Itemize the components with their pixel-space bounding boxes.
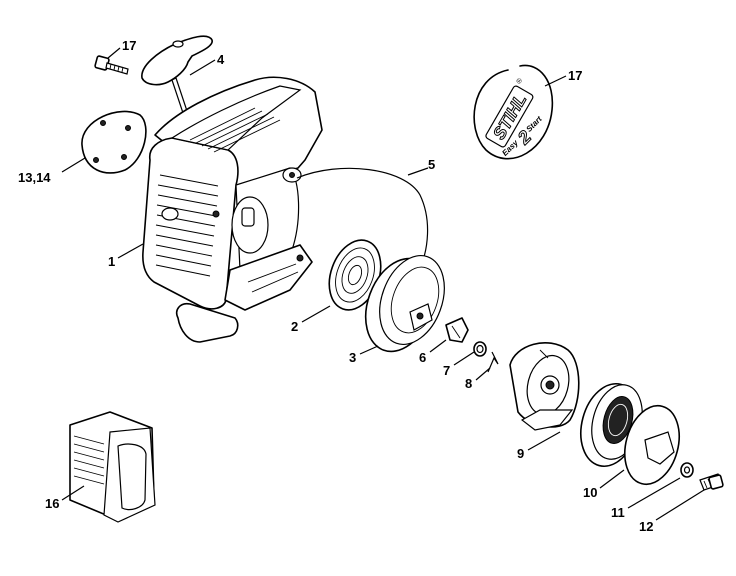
part-intake-grille-16	[69, 411, 156, 523]
callout-6: 6	[419, 350, 426, 365]
callout-labels: 17 4 13,14 1 2 3 5 6 7 8 9 10 11 12 16 1…	[18, 38, 653, 534]
callout-13-14: 13,14	[18, 170, 51, 185]
part-washer-11	[680, 462, 694, 478]
callout-9: 9	[517, 446, 524, 461]
callout-8: 8	[465, 376, 472, 391]
part-spring-clip-8	[487, 351, 499, 373]
leader-lines	[61, 47, 705, 521]
part-fan-housing-1	[142, 76, 323, 343]
callout-3: 3	[349, 350, 356, 365]
logo-registered: ®	[515, 76, 525, 85]
part-rope-5	[296, 167, 429, 269]
part-label-17: STIHL ® Easy 2 Start	[473, 64, 554, 160]
callout-5: 5	[428, 157, 435, 172]
callout-10: 10	[583, 485, 597, 500]
callout-2: 2	[291, 319, 298, 334]
part-pawl-6	[445, 317, 469, 343]
part-bolt-12	[699, 473, 724, 491]
callout-1: 1	[108, 254, 115, 269]
callout-16: 16	[45, 496, 59, 511]
callout-15: 17	[122, 38, 136, 53]
callout-7: 7	[443, 363, 450, 378]
part-washer-7	[473, 341, 487, 357]
callout-12: 12	[639, 519, 653, 534]
part-screw-15	[94, 55, 129, 75]
callout-4: 4	[217, 52, 225, 67]
part-starter-cup-9	[509, 341, 580, 431]
part-rewind-spring-2	[328, 239, 382, 311]
callout-11: 11	[611, 505, 625, 520]
callout-17: 17	[568, 68, 582, 83]
part-rope-rotor-3	[364, 254, 445, 353]
part-spring-housing-10	[580, 382, 680, 486]
part-cover-plate-13-14	[81, 110, 147, 174]
